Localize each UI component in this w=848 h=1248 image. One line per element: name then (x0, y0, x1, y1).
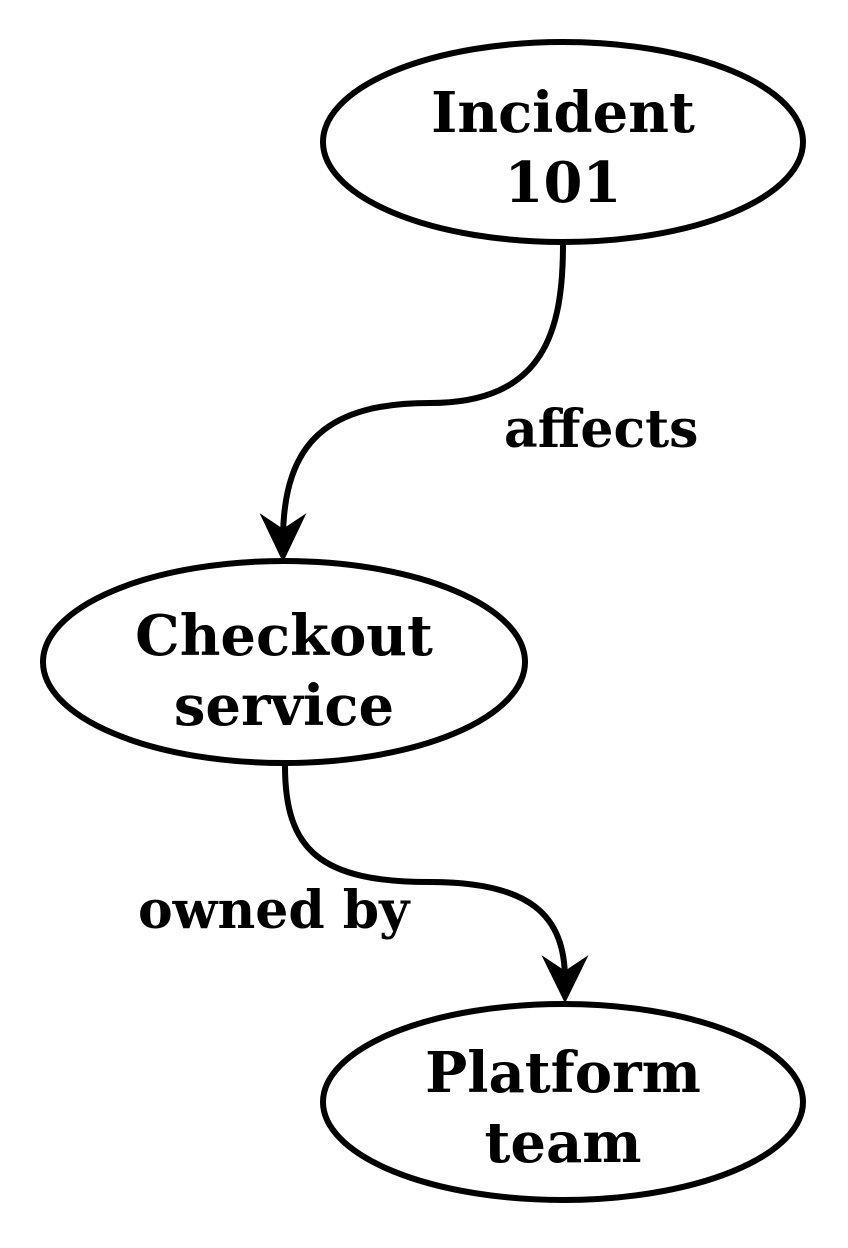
node-incident-101-label-line2: 101 (505, 150, 622, 216)
edge-owned-by-line (282, 765, 568, 981)
node-checkout-service-label-line2: service (174, 673, 394, 739)
edge-affects: affects (259, 243, 698, 563)
node-incident-101[interactable]: Incident 101 (320, 39, 806, 245)
node-platform-team[interactable]: Platform team (320, 1001, 806, 1203)
node-checkout-service-label-line1: Checkout (135, 603, 433, 669)
node-checkout-service-ellipse (40, 558, 528, 766)
edge-owned-by: owned by (138, 765, 589, 1004)
edge-affects-line (280, 243, 566, 541)
node-platform-team-label-line2: team (484, 1110, 641, 1176)
edge-affects-label: affects (504, 399, 698, 460)
node-incident-101-ellipse (320, 39, 806, 245)
node-platform-team-label-line1: Platform (425, 1040, 701, 1106)
edge-owned-by-arrowhead (541, 955, 589, 1004)
edge-affects-arrowhead (259, 513, 307, 563)
node-incident-101-label-line1: Incident (431, 80, 695, 146)
node-checkout-service[interactable]: Checkout service (40, 558, 528, 766)
edge-owned-by-label: owned by (138, 880, 411, 941)
node-platform-team-ellipse (320, 1001, 806, 1203)
